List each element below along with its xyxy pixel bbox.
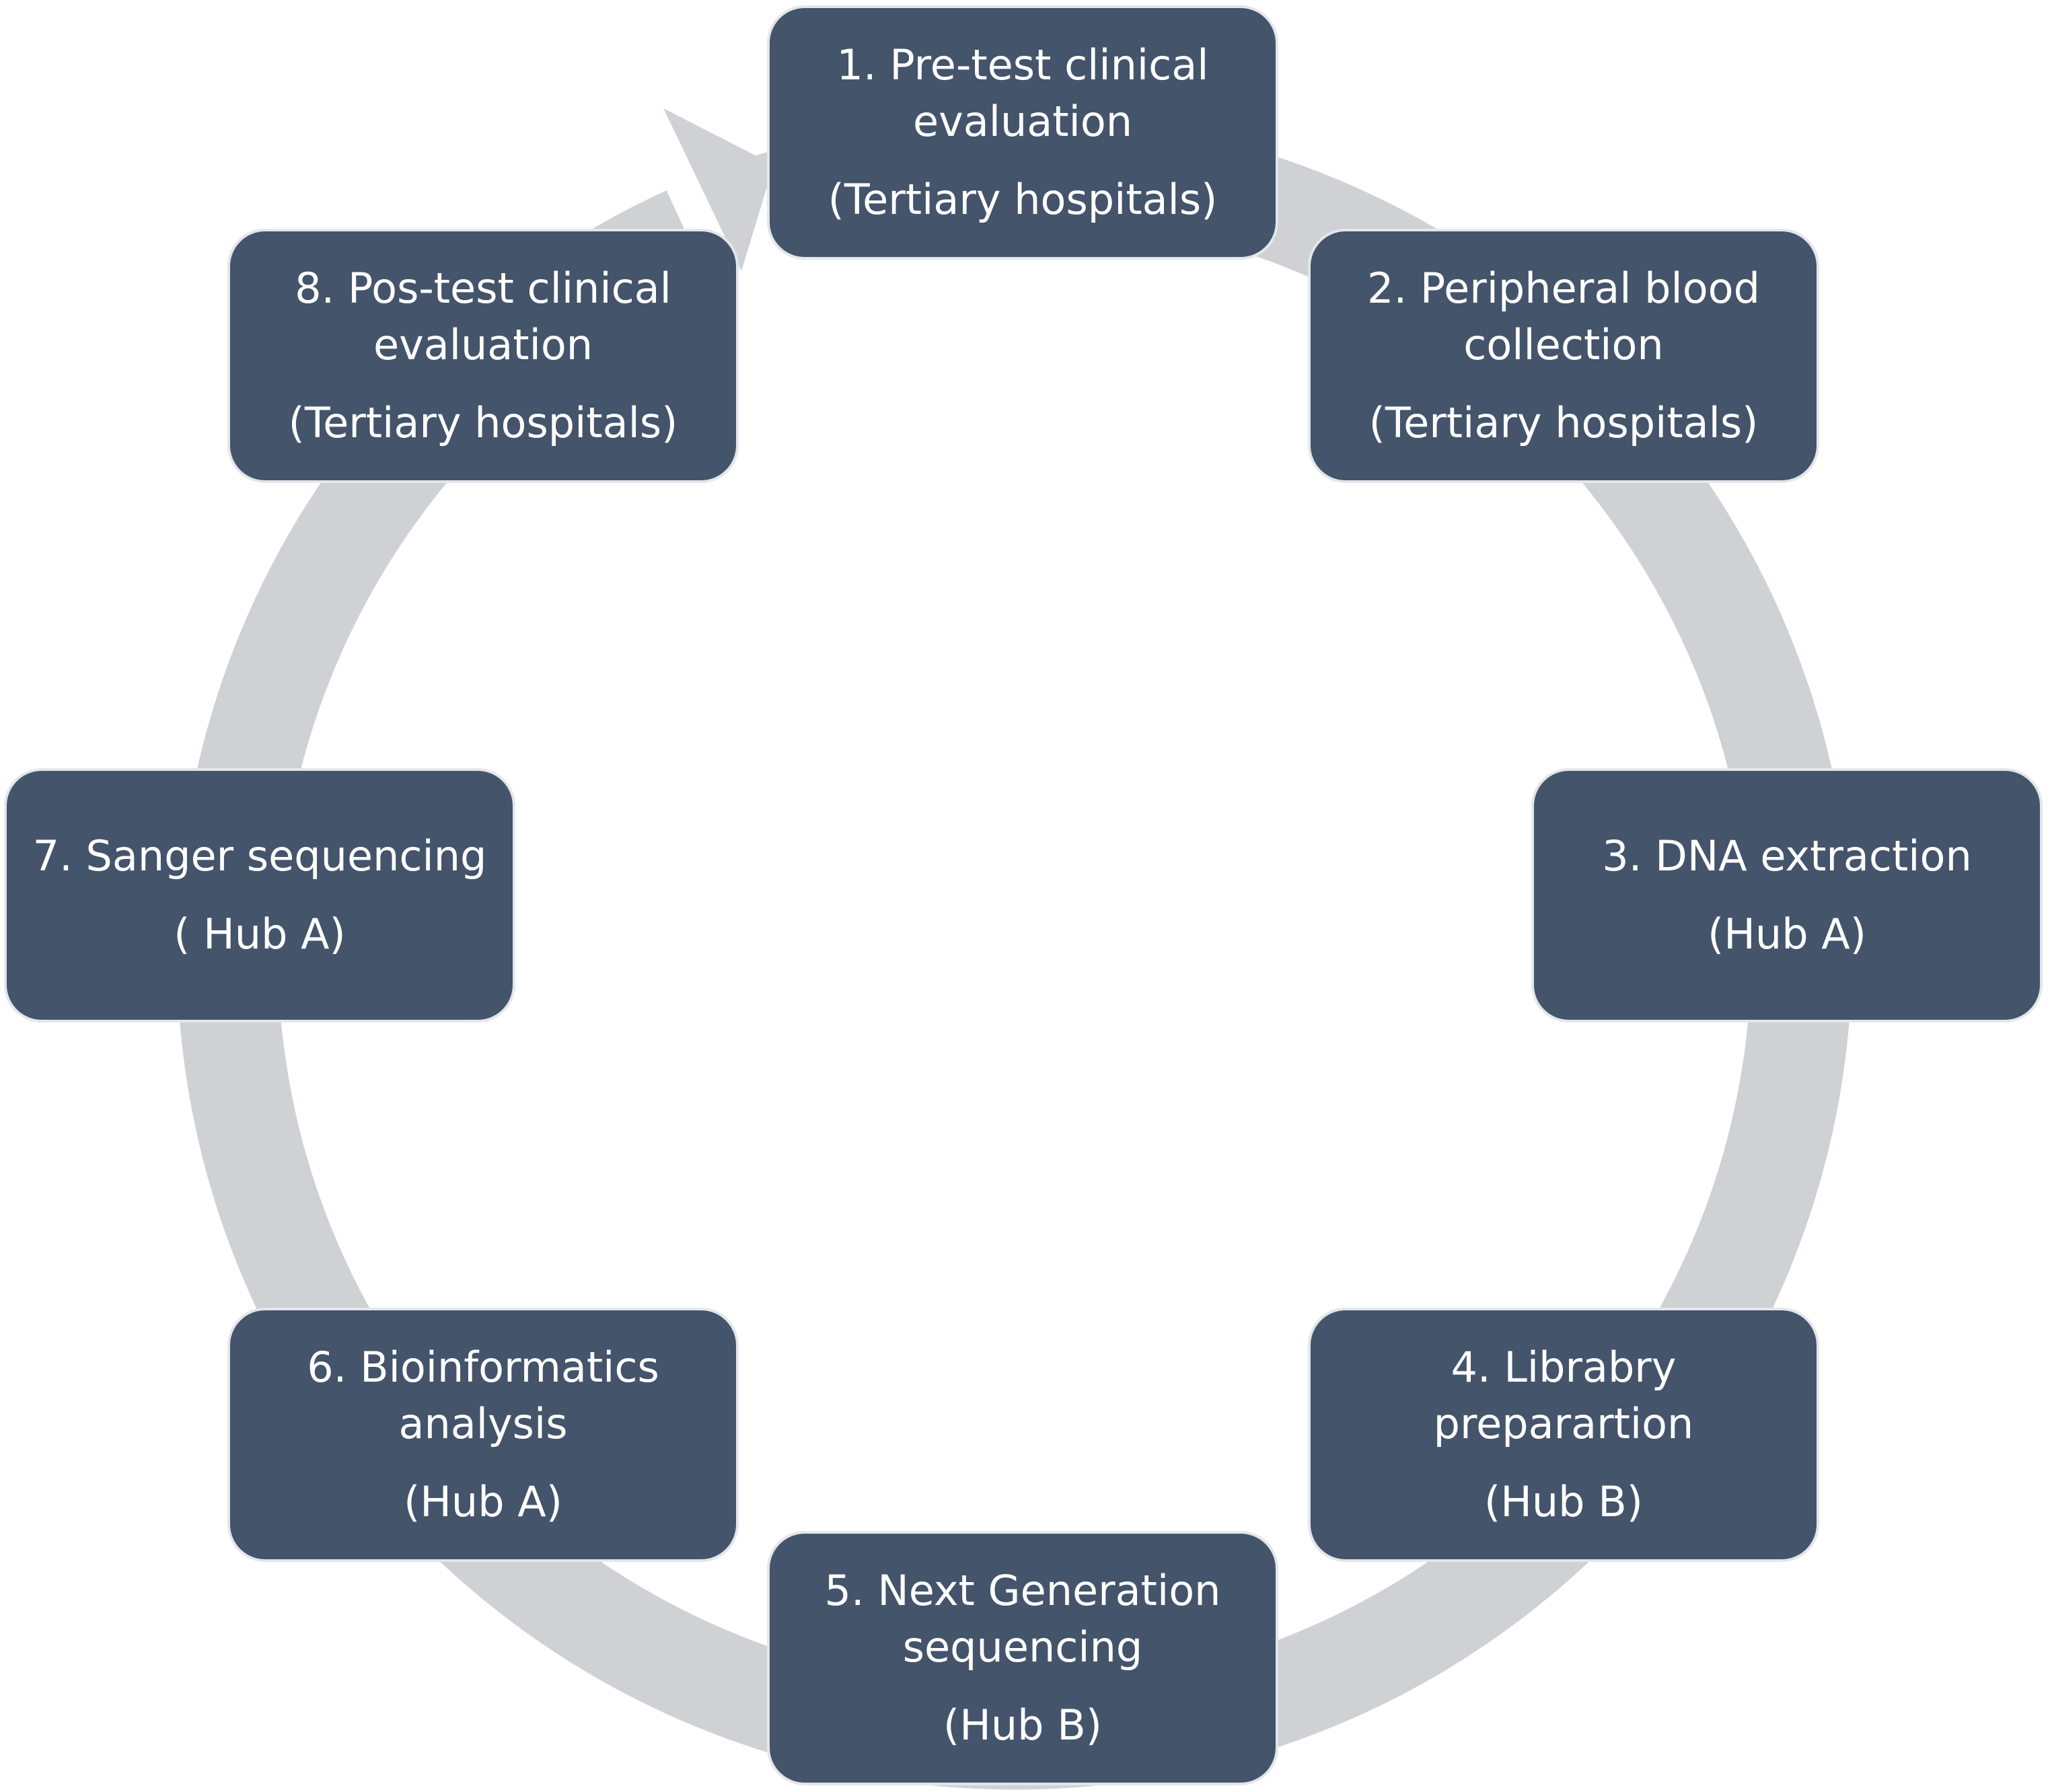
step-8-post-test-clinical-evaluation: 8. Pos-test clinical evaluation (Tertiar… — [227, 229, 739, 483]
cycle-arrow-head — [663, 108, 774, 271]
step-3-dna-extraction: 3. DNA extraction (Hub A) — [1531, 768, 2043, 1022]
step-5-next-generation-sequencing: 5. Next Generation sequencing (Hub B) — [767, 1531, 1278, 1785]
step-location: (Hub A) — [1708, 909, 1866, 959]
step-location: (Tertiary hospitals) — [1368, 398, 1759, 447]
step-title: 1. Pre-test clinical evaluation — [836, 40, 1209, 146]
step-title: 2. Peripheral blood collection — [1367, 264, 1760, 369]
step-1-pre-test-clinical-evaluation: 1. Pre-test clinical evaluation (Tertiar… — [767, 5, 1278, 260]
step-title: 7. Sanger sequencing — [32, 831, 487, 881]
step-location: (Tertiary hospitals) — [828, 175, 1218, 224]
step-title: 3. DNA extraction — [1602, 831, 1972, 881]
step-title: 5. Next Generation sequencing — [824, 1566, 1221, 1672]
step-location: (Hub B) — [943, 1701, 1102, 1750]
step-location: (Hub B) — [1484, 1477, 1643, 1526]
step-4-library-preparation: 4. Librabry preparartion (Hub B) — [1308, 1308, 1819, 1562]
step-title: 8. Pos-test clinical evaluation — [295, 264, 671, 369]
step-title: 4. Librabry preparartion — [1433, 1343, 1694, 1448]
step-location: (Hub A) — [404, 1477, 562, 1526]
step-6-bioinformatics-analysis: 6. Bioinformatics analysis (Hub A) — [227, 1308, 739, 1562]
step-2-peripheral-blood-collection: 2. Peripheral blood collection (Tertiary… — [1308, 229, 1819, 483]
step-location: ( Hub A) — [174, 909, 346, 959]
step-title: 6. Bioinformatics analysis — [307, 1343, 659, 1448]
step-location: (Tertiary hospitals) — [288, 398, 678, 447]
step-7-sanger-sequencing: 7. Sanger sequencing ( Hub A) — [4, 768, 515, 1022]
